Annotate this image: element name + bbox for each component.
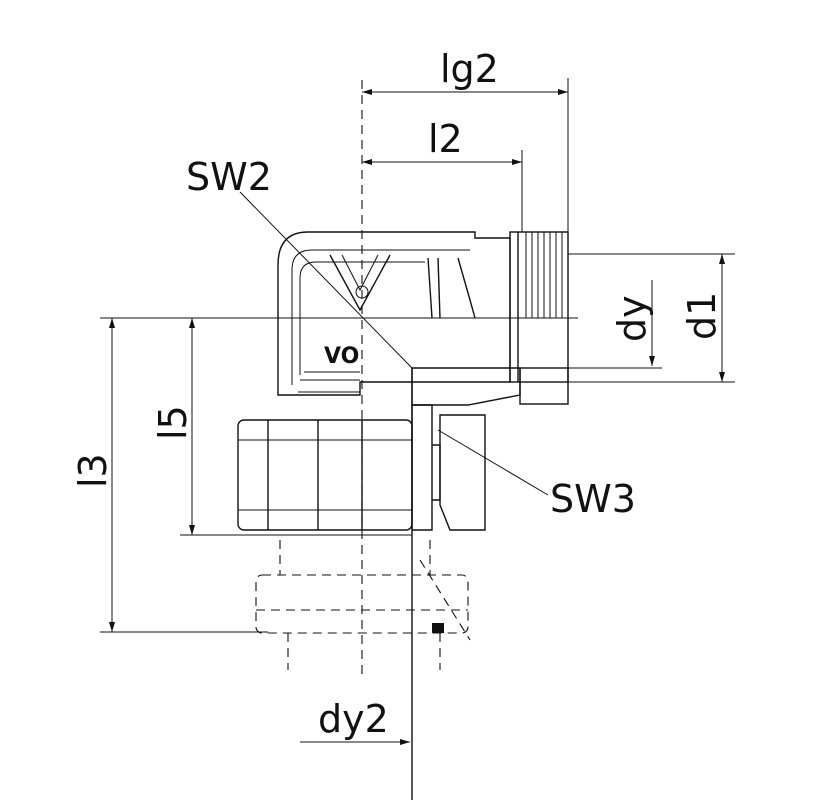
dim-l2	[362, 150, 523, 232]
dim-lg2	[362, 78, 569, 232]
label-l3: l3	[71, 453, 115, 488]
leader-sw2	[239, 191, 413, 369]
dim-d1	[568, 253, 735, 383]
leader-sw3	[437, 429, 549, 496]
label-d1: d1	[680, 292, 724, 340]
label-l5: l5	[151, 405, 195, 440]
elbow-body	[277, 231, 511, 396]
hidden-lines	[255, 540, 471, 670]
body-marking: VO	[324, 344, 359, 369]
dim-dy	[520, 280, 662, 369]
label-l2: l2	[428, 117, 463, 161]
centerlines	[100, 80, 578, 680]
callout-sw2: SW2	[186, 155, 272, 199]
threaded-end	[509, 231, 569, 405]
dim-l5	[180, 318, 412, 536]
section-view	[411, 367, 521, 800]
label-lg2: lg2	[440, 47, 499, 91]
dim-l3	[100, 318, 268, 633]
hex-nut	[237, 419, 413, 531]
label-dy: dy	[610, 295, 654, 342]
label-dy2: dy2	[318, 697, 389, 741]
callout-sw3: SW3	[550, 477, 636, 521]
